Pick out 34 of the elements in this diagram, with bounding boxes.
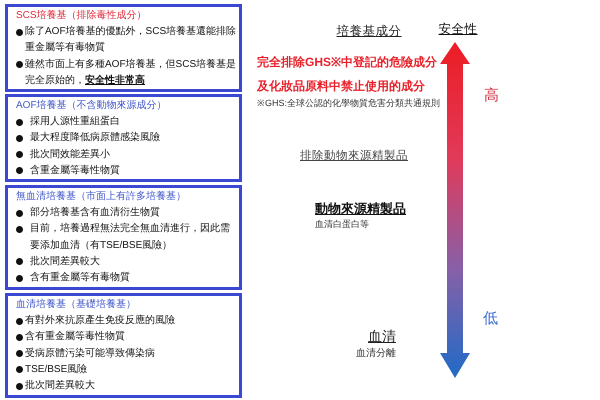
level-label: 高 [484,87,499,105]
category-note: 血清白蛋白等 [315,219,369,230]
list-item: 除了AOF培養基的優點外，SCS培養基還能排除重金屬等有毒物質 [25,24,237,56]
box-heading: 無血清培養基（市面上有許多培養基） [16,190,187,204]
column-header: 安全性 [438,22,478,37]
list-item: 雖然市面上有多種AOF培養基，但SCS培養基是完全原始的，安全性非常高 [25,58,237,88]
list-item: 含有重金屬等毒性物質 [25,330,126,344]
list-item: TSE/BSE風險 [25,362,88,377]
list-item: 批次間差異較大 [30,254,101,269]
list-item: 含有重金屬等有毒物質 [30,270,131,286]
info-box [5,293,242,398]
category-label: 排除動物來源精製品 [300,150,408,164]
list-item: 有對外來抗原產生免疫反應的風險 [25,314,176,328]
list-item: 含重金屬等毒性物質 [30,164,121,178]
list-item: 目前，培養過程無法完全無血清進行，因此需要添加血清（有TSE/BSE風險） [30,222,231,253]
category-label: 血清 [368,328,396,345]
info-box [5,4,242,92]
column-header: 培養基成分 [336,24,402,39]
category-note: 血清分離 [356,348,396,360]
list-item: 部分培養基含有血清衍生物質 [30,206,161,220]
info-box [5,185,242,290]
info-box [5,94,242,182]
category-label: 動物來源精製品 [315,201,406,217]
footnote: ※GHS:全球公認的化學物質危害分類共通規則 [257,98,440,109]
level-label: 低 [483,310,498,328]
warning-text: 完全排除GHS※中登記的危險成分及化妝品原料中禁止使用的成分 [257,54,438,95]
box-heading: 血清培養基（基礎培養基） [16,298,137,312]
box-heading: SCS培養基（排除毒性成分） [16,8,148,23]
list-item: 最大程度降低病原體感染風險 [30,130,161,146]
list-item: 受病原體污染可能導致傳染病 [25,346,156,361]
list-item: 批次間差異較大 [25,378,96,394]
box-heading: AOF培養基（不含動物來源成分） [16,98,168,113]
list-item: 採用人源性重組蛋白 [30,114,121,130]
list-item: 批次間效能差異小 [30,148,111,162]
